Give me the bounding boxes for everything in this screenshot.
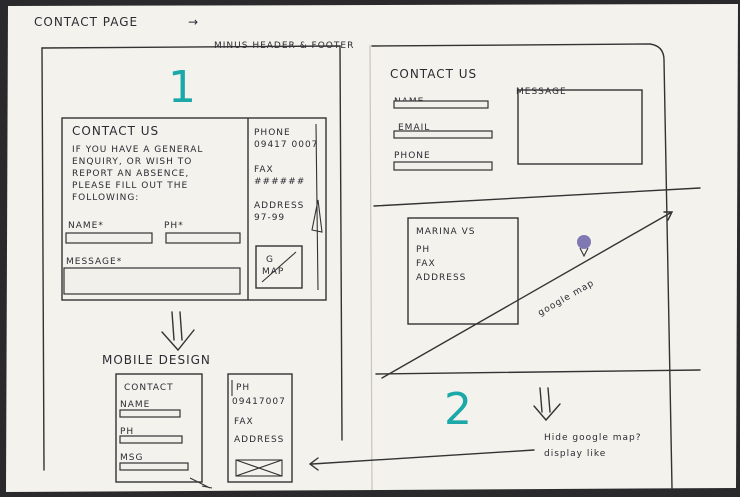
sidebar-address-value: 97-99 — [254, 213, 285, 223]
header-title: CONTACT PAGE — [34, 15, 138, 29]
mobile-info-address: ADDRESS — [234, 435, 284, 445]
right-message-label: MESSAGE — [516, 87, 567, 97]
sidebar-phone-label: PHONE — [254, 128, 291, 138]
header-arrow: → — [188, 15, 199, 29]
intro-line-5: FOLLOWING: — [72, 193, 139, 203]
footnote-line-2: display like — [544, 449, 606, 459]
map-label-map: MAP — [262, 267, 284, 277]
info-box-address: ADDRESS — [416, 273, 466, 283]
info-box-title: MARINA VS — [416, 227, 475, 237]
message-label: MESSAGE* — [66, 257, 122, 267]
phone-label: PH* — [164, 221, 184, 231]
sketch-number-2: 2 — [444, 384, 472, 435]
map-label-g: G — [266, 255, 274, 265]
phone-input-sketch — [166, 233, 240, 243]
intro-line-3: REPORT AN ABSENCE, — [72, 169, 189, 179]
right-phone-input — [394, 162, 492, 170]
mobile-name-input — [120, 410, 180, 417]
footnote-line-1: Hide google map? — [544, 433, 642, 443]
name-input-sketch — [66, 233, 152, 243]
desktop-heading: CONTACT US — [72, 124, 159, 138]
mobile-msg-input — [120, 463, 188, 470]
right-name-input — [394, 101, 488, 108]
right-phone-label: PHONE — [394, 151, 431, 161]
map-pin-icon — [577, 235, 591, 249]
info-box-fax: FAX — [416, 259, 436, 269]
mobile-info-ph-value: 09417007 — [232, 397, 286, 407]
mobile-info-fax: FAX — [234, 417, 254, 427]
sidebar-address-label: ADDRESS — [254, 201, 304, 211]
right-email-input — [394, 131, 492, 138]
intro-line-2: ENQUIRY, OR WISH TO — [72, 157, 192, 167]
name-label: NAME* — [68, 221, 104, 231]
sidebar-fax-value: ###### — [254, 177, 305, 187]
sketch-number-1: 1 — [168, 62, 196, 113]
intro-line-4: PLEASE FILL OUT THE — [72, 181, 188, 191]
mobile-design-title: MOBILE DESIGN — [102, 353, 211, 367]
mobile-ph-input — [120, 436, 182, 443]
info-box-ph: PH — [416, 245, 430, 255]
mobile-name-label: NAME — [120, 400, 150, 410]
intro-line-1: IF YOU HAVE A GENERAL — [72, 145, 203, 155]
mobile-heading: CONTACT — [124, 383, 174, 393]
message-input-sketch — [64, 268, 240, 294]
mobile-info-ph-label: PH — [236, 383, 250, 393]
right-heading: CONTACT US — [390, 67, 477, 81]
mobile-msg-label: MSG — [120, 453, 143, 463]
sidebar-phone-value: 09417 0007 — [254, 140, 318, 150]
sidebar-fax-label: FAX — [254, 165, 274, 175]
